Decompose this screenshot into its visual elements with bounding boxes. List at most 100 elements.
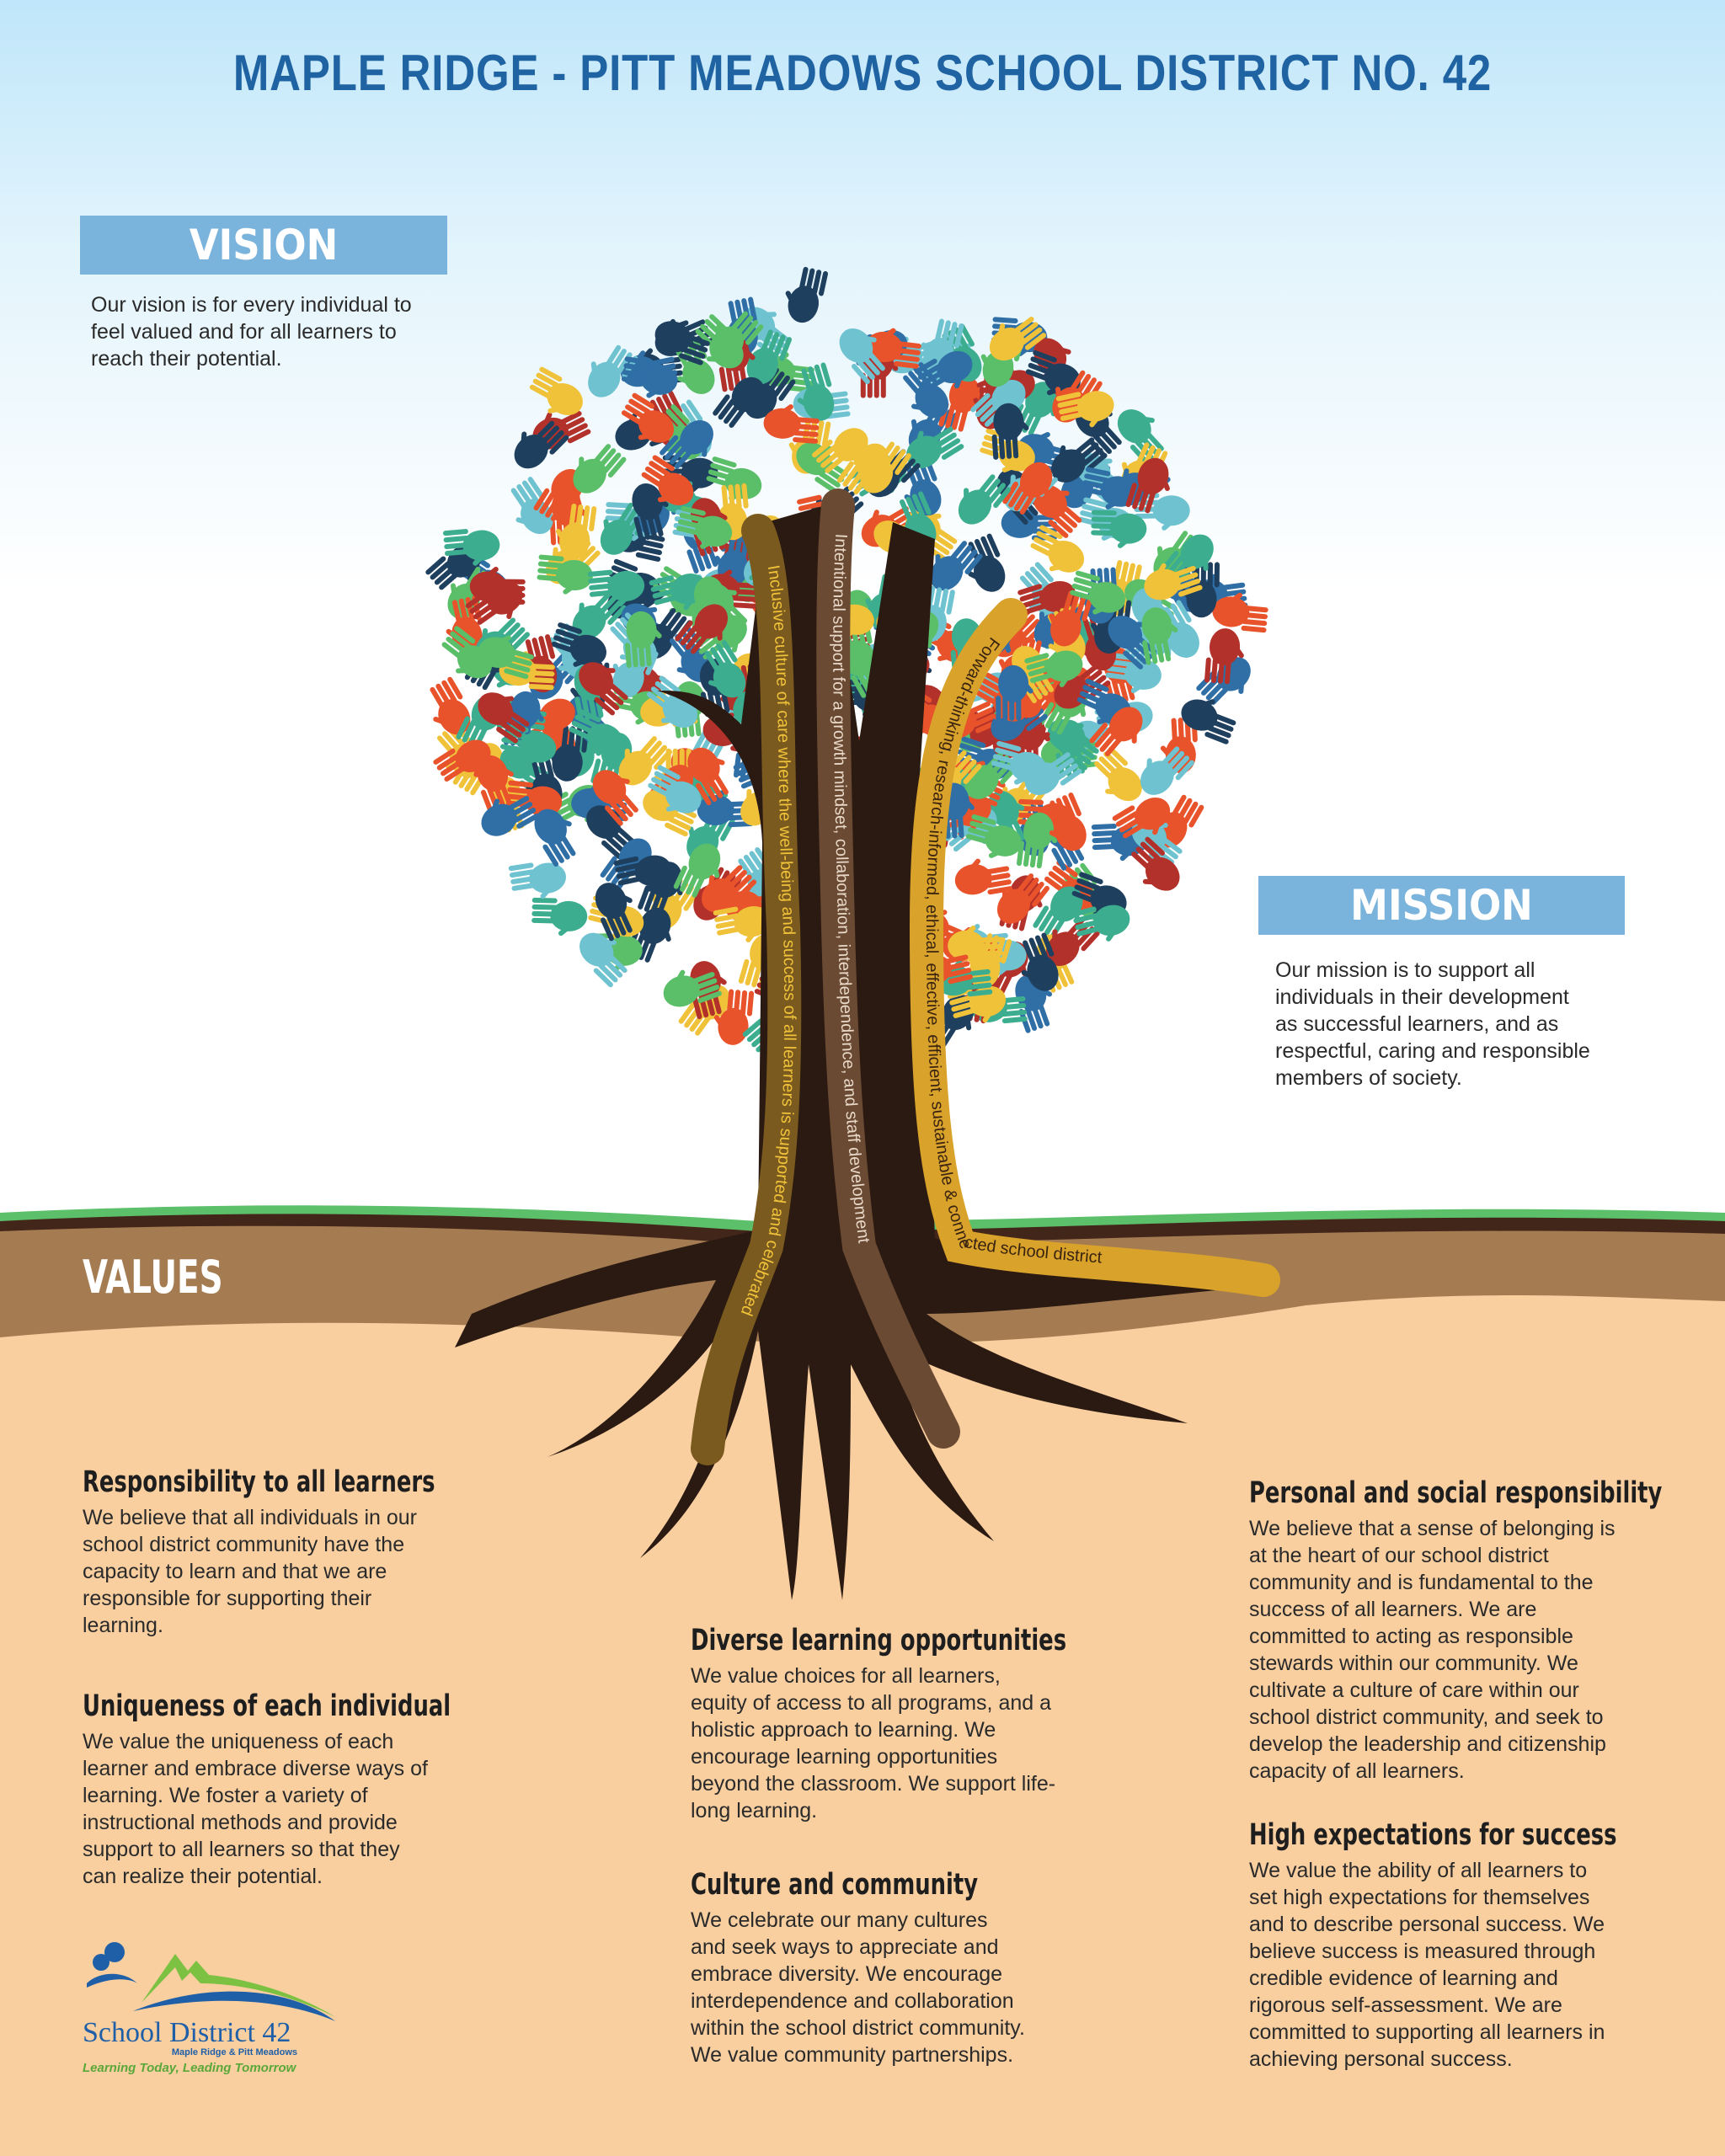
hand-icon	[1181, 699, 1236, 744]
hand-icon	[654, 320, 710, 366]
hand-icon	[989, 317, 1047, 361]
hand-icon	[433, 739, 491, 782]
hand-icon	[1094, 746, 1142, 802]
hand-icon	[991, 740, 1047, 785]
hand-icon	[660, 419, 713, 469]
hand-icon	[514, 420, 569, 469]
hand-icon	[1071, 905, 1130, 942]
hand-icon	[1030, 525, 1085, 573]
hand-icon	[1070, 570, 1126, 615]
hand-icon	[860, 441, 911, 494]
hand-icon	[579, 932, 628, 988]
logo-name: School District 42	[83, 2017, 291, 2048]
hand-icon	[588, 344, 638, 398]
hand-icon	[954, 858, 1013, 895]
hand-icon	[441, 626, 493, 679]
value-text: We believe that all individuals in our s…	[83, 1506, 417, 1637]
value-title: Responsibility to all learners	[83, 1465, 435, 1499]
hand-icon	[1140, 746, 1194, 795]
value-text: We believe that a sense of belonging is …	[1249, 1517, 1616, 1783]
hand-icon	[529, 366, 583, 415]
hand-icon	[1049, 590, 1093, 647]
mission-heading: MISSION	[1258, 876, 1625, 935]
hand-icon	[763, 404, 820, 444]
value-text: We celebrate our many cultures and seek …	[691, 1908, 1025, 2067]
hand-icon	[478, 692, 530, 744]
hand-icon	[587, 569, 645, 607]
hand-icon	[704, 640, 746, 698]
hand-icon	[551, 622, 606, 667]
value-title: Uniqueness of each individual	[83, 1689, 451, 1723]
mission-text: Our mission is to support all individual…	[1275, 958, 1590, 1090]
vision-text: Our vision is for every individual to fe…	[91, 293, 412, 371]
hand-icon	[713, 376, 765, 428]
hand-icon	[618, 736, 672, 786]
hand-icon	[865, 328, 921, 369]
hand-icon	[1089, 707, 1143, 757]
hand-icon	[1024, 650, 1083, 687]
hand-icon	[1045, 917, 1100, 966]
vision-heading: VISION	[80, 216, 447, 275]
hand-icon	[621, 356, 678, 398]
hand-icon	[712, 483, 749, 541]
hand-icon	[1144, 563, 1203, 600]
hand-icon	[537, 554, 593, 595]
value-title: Culture and community	[691, 1868, 979, 1902]
hand-icon	[621, 392, 675, 443]
hand-icon	[797, 362, 835, 421]
hand-icon	[613, 855, 672, 892]
hand-icon	[579, 662, 628, 716]
logo-graphic	[87, 1942, 335, 2021]
hand-icon	[1016, 812, 1058, 869]
hand-icon	[534, 808, 576, 867]
hand-icon	[1049, 792, 1087, 851]
hand-icon	[687, 747, 729, 806]
hand-icon	[531, 897, 588, 937]
hand-icon	[1051, 437, 1108, 483]
hand-icon	[624, 611, 662, 669]
hand-icon	[948, 925, 1004, 963]
value-title: Diverse learning opportunities	[691, 1624, 1067, 1657]
hand-icon	[1002, 462, 1053, 515]
hand-icon	[996, 664, 1033, 721]
hand-icon	[1204, 628, 1244, 685]
hand-icon	[442, 529, 500, 566]
hand-icon	[595, 883, 633, 942]
hand-icon	[1071, 872, 1127, 917]
hand-icon	[958, 474, 1012, 525]
values-heading: VALUES	[83, 1251, 223, 1304]
value-text: We value the ability of all learners to …	[1249, 1859, 1605, 2071]
hand-icon	[1131, 836, 1180, 891]
value-text: We value choices for all learners, equit…	[691, 1664, 1056, 1822]
hand-icon	[1112, 797, 1171, 839]
hand-icon	[914, 350, 973, 392]
hand-icon	[695, 314, 744, 369]
value-title: High expectations for success	[1249, 1818, 1617, 1852]
hand-icon	[465, 581, 523, 625]
hand-icon	[1021, 932, 1059, 991]
hand-icon	[839, 328, 885, 385]
district-logo: School District 42 Maple Ridge & Pitt Me…	[83, 1937, 352, 2075]
hand-icon	[1091, 510, 1147, 548]
hand-icon	[641, 455, 694, 506]
hand-icon	[481, 796, 540, 836]
hand-icon	[812, 428, 868, 473]
value-title: Personal and social responsibility	[1249, 1476, 1663, 1510]
logo-subtitle: Maple Ridge & Pitt Meadows	[171, 2047, 297, 2057]
value-text: We value the uniqueness of each learner …	[83, 1730, 428, 1888]
hand-icon	[1212, 592, 1268, 633]
hand-icon	[991, 403, 1029, 460]
hand-icon	[573, 444, 627, 494]
hand-icon	[785, 266, 829, 323]
hand-icon	[508, 862, 566, 899]
sand-layer	[0, 1295, 1725, 2156]
hand-icon	[930, 541, 983, 591]
hand-icon	[569, 708, 623, 755]
hand-icon	[663, 969, 722, 1007]
hand-icon	[965, 814, 1022, 858]
hand-icon	[713, 989, 755, 1045]
hand-icon	[1141, 607, 1178, 665]
hand-icon	[648, 765, 702, 814]
hand-icon	[673, 843, 721, 898]
